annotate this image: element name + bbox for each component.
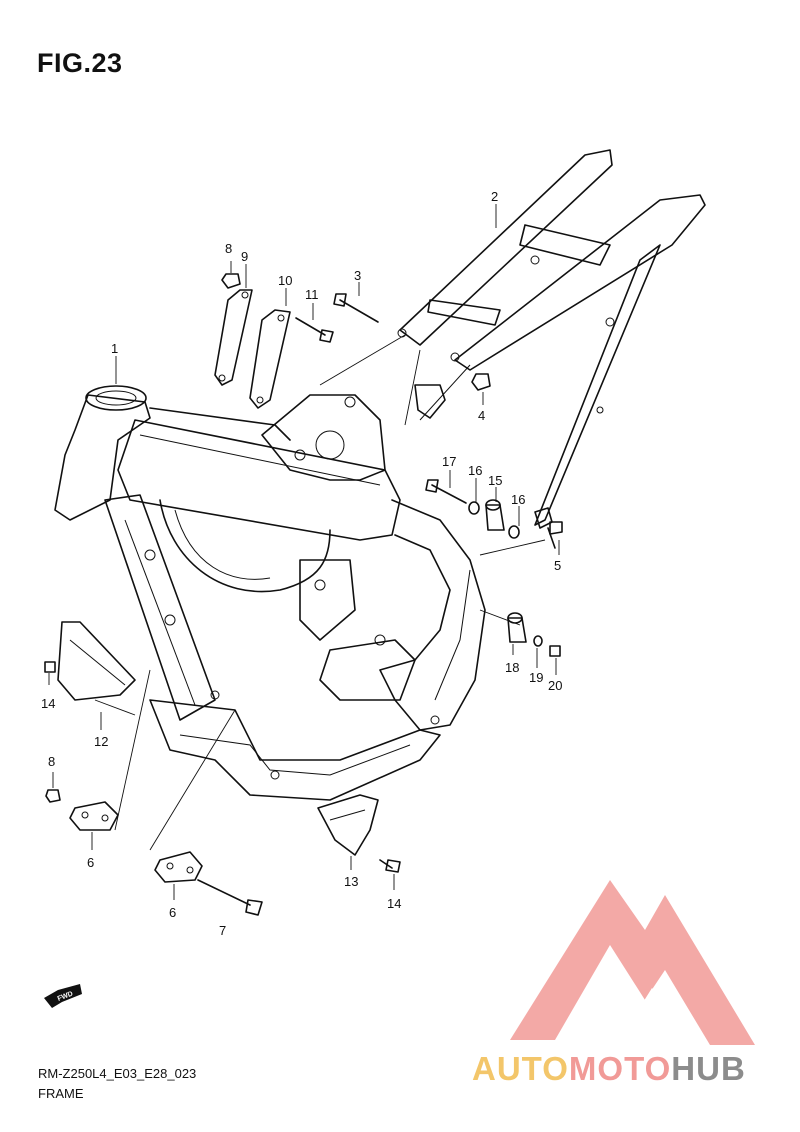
- callout-4: 4: [478, 408, 485, 423]
- fwd-arrow-icon: FWD: [44, 984, 82, 1008]
- callout-3: 3: [354, 268, 361, 283]
- nut-8-top: [221, 273, 241, 289]
- bushing-18: [507, 612, 527, 643]
- engine-mount-bracket-10: [249, 309, 291, 409]
- washer-16a: [468, 501, 480, 515]
- nut-20: [549, 645, 561, 657]
- callout-5: 5: [554, 558, 561, 573]
- figure-title: FIG.23: [37, 48, 123, 78]
- callout-16-a: 16: [468, 463, 482, 478]
- callout-9: 9: [241, 249, 248, 264]
- guard-13: [317, 794, 379, 856]
- callout-18: 18: [505, 660, 519, 675]
- bolt-11: [295, 317, 334, 343]
- callout-12: 12: [94, 734, 108, 749]
- bolt-17: [425, 479, 467, 504]
- washer-19: [533, 635, 543, 647]
- callout-19: 19: [529, 670, 543, 685]
- callout-8-top: 8: [225, 241, 232, 256]
- model-code: RM-Z250L4_E03_E28_023: [38, 1066, 197, 1081]
- callout-14-left: 14: [41, 696, 55, 711]
- callout-17: 17: [442, 454, 456, 469]
- rear-subframe: [397, 149, 706, 529]
- callout-7: 7: [219, 923, 226, 938]
- engine-mount-bracket-9: [214, 289, 253, 386]
- nut-4: [471, 373, 491, 391]
- callout-6-lower: 6: [169, 905, 176, 920]
- callout-16-b: 16: [511, 492, 525, 507]
- plate-6-lower: [154, 851, 203, 883]
- callout-14-right: 14: [387, 896, 401, 911]
- alignment-lines: [94, 334, 546, 851]
- washer-16b: [508, 525, 520, 539]
- callout-15: 15: [488, 473, 502, 488]
- watermark-brand-text: AUTOMOTOHUB: [472, 1050, 746, 1087]
- bolt-5: [547, 521, 563, 549]
- bolt-14-right: [379, 859, 401, 873]
- leader-lines: [48, 204, 560, 900]
- bolt-3: [333, 293, 379, 323]
- guard-12: [57, 621, 136, 701]
- callout-11: 11: [305, 287, 319, 302]
- bolt-7: [197, 879, 263, 916]
- nut-8-lower: [45, 789, 61, 803]
- callout-10: 10: [278, 273, 292, 288]
- callout-6-left: 6: [87, 855, 94, 870]
- bushing-15: [485, 499, 505, 531]
- bolt-14-left: [44, 661, 56, 673]
- plate-6-left: [69, 801, 119, 831]
- callout-2: 2: [491, 189, 498, 204]
- callout-1: 1: [111, 341, 118, 356]
- watermark-logo-icon: [510, 880, 755, 1045]
- callout-20: 20: [548, 678, 562, 693]
- callout-8-lower: 8: [48, 754, 55, 769]
- callouts: 1 2 3 4 5 6 6 7 8 8 9 10 11 12 13 14 14 …: [41, 189, 562, 938]
- main-frame: [54, 385, 486, 801]
- callout-13: 13: [344, 874, 358, 889]
- section-name: FRAME: [38, 1086, 84, 1101]
